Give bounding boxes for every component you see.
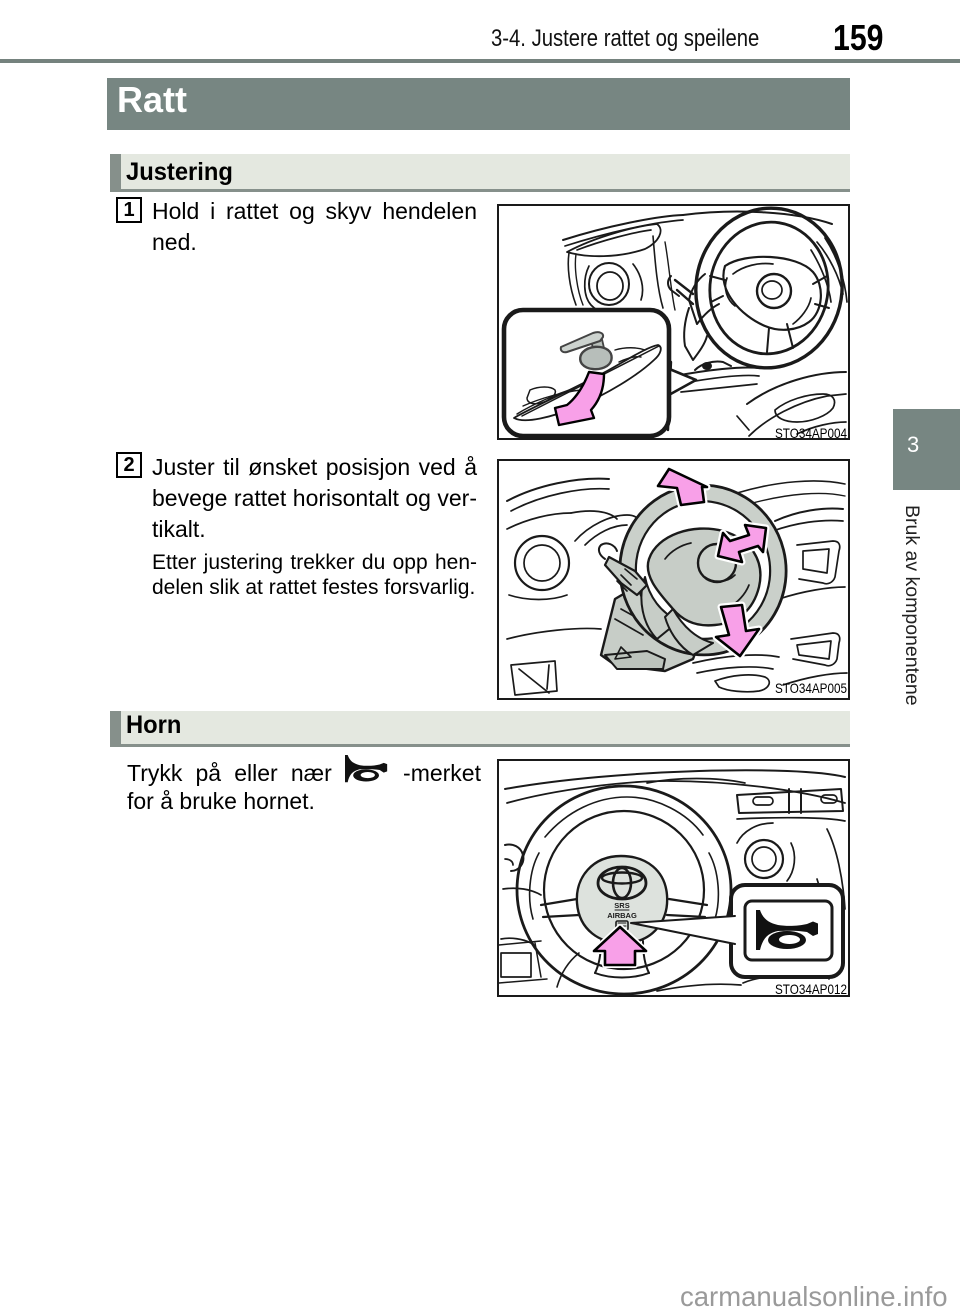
svg-text:STO34AP004: STO34AP004 — [775, 425, 847, 440]
svg-text:AIRBAG: AIRBAG — [607, 911, 637, 920]
svg-text:STO34AP005: STO34AP005 — [775, 680, 847, 696]
svg-text:SRS: SRS — [614, 901, 629, 910]
svg-text:STO34AP012: STO34AP012 — [775, 981, 847, 997]
